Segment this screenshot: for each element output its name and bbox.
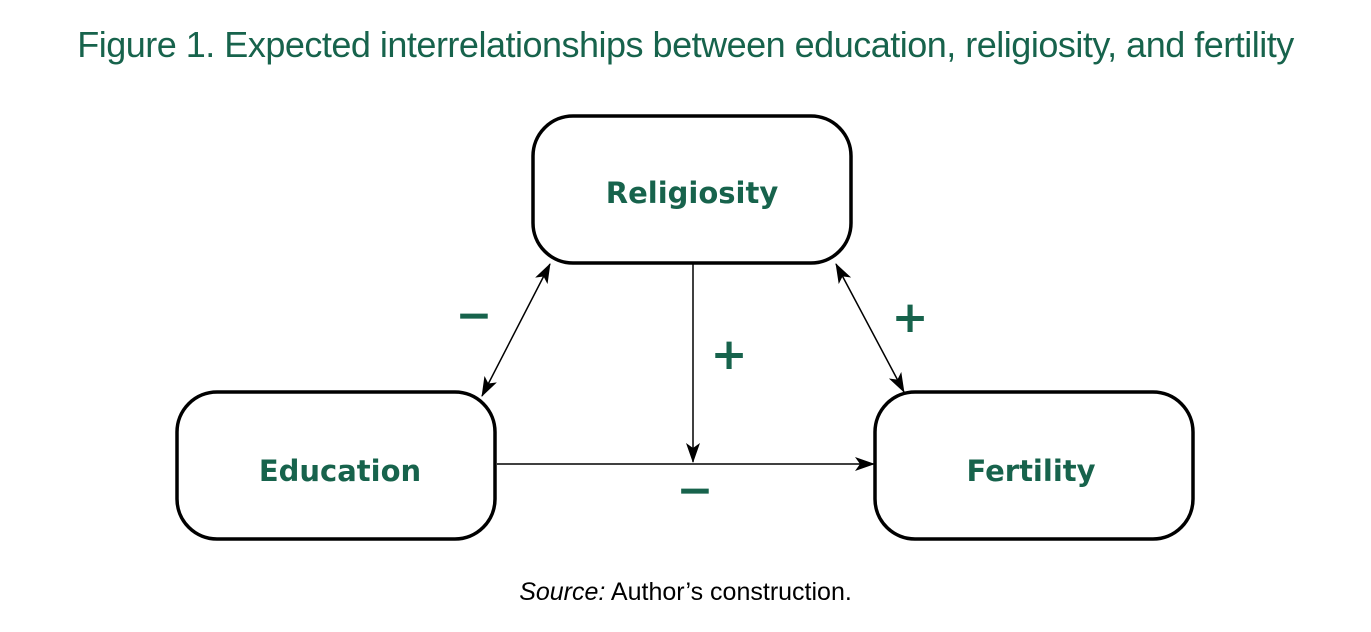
node-education: Education <box>175 390 497 541</box>
node-religiosity-label: Religiosity <box>606 176 779 210</box>
figure-title: Figure 1. Expected interrelationships be… <box>77 24 1294 65</box>
edge-education-religiosity <box>481 263 551 397</box>
node-religiosity: Religiosity <box>531 114 853 265</box>
node-fertility-label: Fertility <box>966 454 1095 488</box>
sign-education-fertility: − <box>677 465 714 516</box>
node-fertility: Fertility <box>873 390 1195 541</box>
source-label: Source: <box>519 578 606 606</box>
sign-religiosity-fertility: + <box>892 292 929 343</box>
sign-religiosity-moderation: + <box>711 329 748 380</box>
edge-religiosity-fertility <box>835 263 905 393</box>
node-education-label: Education <box>259 454 421 488</box>
source-text: Author’s construction. <box>605 578 852 606</box>
sign-education-religiosity: − <box>456 290 493 341</box>
source-note: Source: Author’s construction. <box>0 578 1371 607</box>
